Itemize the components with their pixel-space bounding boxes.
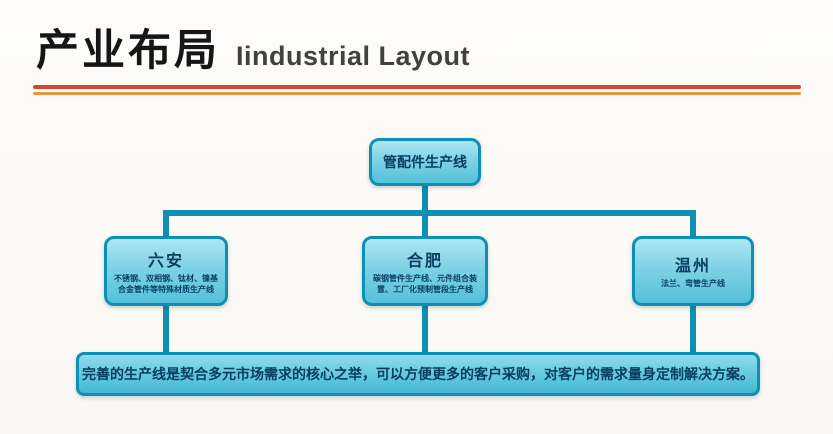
connector-tail-hefei bbox=[422, 303, 428, 356]
connector-horizontal bbox=[163, 210, 696, 216]
node-hefei-title: 合肥 bbox=[406, 252, 443, 270]
root-node-label: 管配件生产线 bbox=[383, 154, 467, 170]
connector-tail-wenzhou bbox=[690, 303, 696, 356]
title-chinese: 产业布局 bbox=[36, 27, 220, 75]
connector-root-stem bbox=[422, 183, 428, 213]
node-hefei: 合肥 碳钢管件生产线、元件组合装置、工厂化预制管段生产线 bbox=[362, 236, 488, 306]
node-wenzhou: 温州 法兰、弯管生产线 bbox=[632, 236, 754, 306]
footer-banner: 完善的生产线是契合多元市场需求的核心之举，可以方便更多的客户采购，对客户的需求量… bbox=[76, 352, 760, 396]
title-english: Iindustrial Layout bbox=[236, 41, 471, 71]
divider-line-red bbox=[33, 85, 801, 89]
root-node: 管配件生产线 bbox=[369, 138, 481, 186]
node-wenzhou-subtitle: 法兰、弯管生产线 bbox=[661, 279, 725, 289]
divider-line-orange bbox=[33, 92, 801, 95]
node-luan-title: 六安 bbox=[147, 252, 184, 270]
connector-drop-wenzhou bbox=[690, 212, 696, 239]
node-luan: 六安 不锈钢、双相钢、钛材、镍基合金管件等特殊材质生产线 bbox=[104, 236, 228, 306]
node-hefei-subtitle: 碳钢管件生产线、元件组合装置、工厂化预制管段生产线 bbox=[373, 273, 477, 294]
node-luan-subtitle: 不锈钢、双相钢、钛材、镍基合金管件等特殊材质生产线 bbox=[114, 273, 218, 294]
page-title: 产业布局 Iindustrial Layout bbox=[36, 16, 470, 78]
connector-drop-luan bbox=[163, 212, 169, 239]
connector-drop-hefei bbox=[422, 212, 428, 239]
footer-banner-text: 完善的生产线是契合多元市场需求的核心之举，可以方便更多的客户采购，对客户的需求量… bbox=[82, 366, 754, 382]
connector-tail-luan bbox=[163, 303, 169, 356]
node-wenzhou-title: 温州 bbox=[674, 258, 711, 276]
